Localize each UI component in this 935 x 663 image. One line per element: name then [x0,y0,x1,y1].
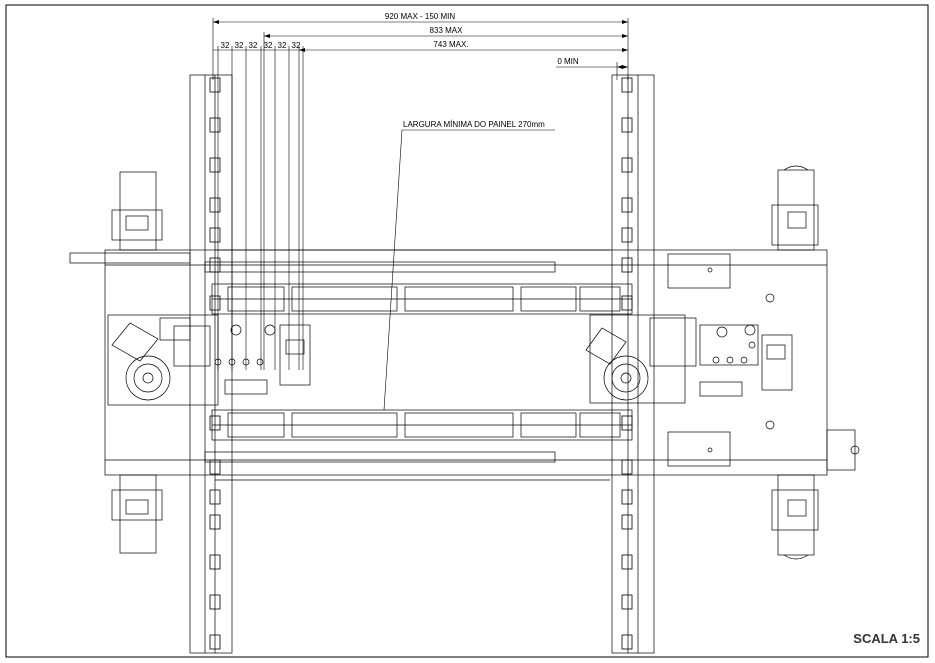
dimension-inner: 743 MAX. [433,40,468,49]
dimension-lines [212,18,629,411]
pitch-label: 32 [235,41,244,50]
sheet-border [5,4,929,658]
pitch-label: 32 [292,41,301,50]
dimension-arrows [213,20,628,69]
right-drive-unit [585,314,793,404]
dimension-mid: 833 MAX [430,26,464,35]
scale-label: SCALA 1:5 [853,631,920,646]
right-vertical-rail [611,74,655,654]
right-housing [667,253,860,471]
pitch-label: 32 [264,41,273,50]
dimension-overall: 920 MAX - 150 MIN [385,12,455,21]
left-bottom-column [111,474,163,554]
pitch-label: 32 [221,41,230,50]
left-top-column [111,171,163,251]
lower-roller-bar [211,409,633,441]
right-chain-links [621,77,633,650]
left-vertical-rail [189,74,233,654]
dimension-zero: 0 MIN [557,57,579,66]
panel-width-callout: LARGURA MÍNIMA DO PAINEL 270mm [403,120,545,129]
right-top-column [771,165,819,251]
pitch-label: 32 [278,41,287,50]
left-drive-unit [107,314,311,406]
pitch-label: 32 [249,41,258,50]
right-bottom-column [771,474,819,560]
left-chain-links [209,77,221,650]
main-frame [69,249,828,481]
upper-roller-bar [211,283,633,315]
